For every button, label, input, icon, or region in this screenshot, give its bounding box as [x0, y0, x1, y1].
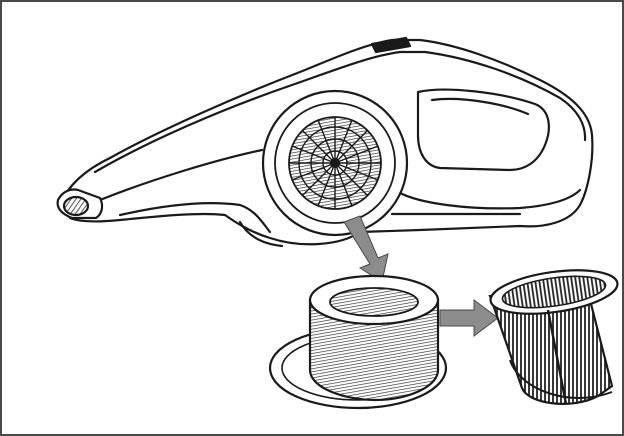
arrow-right-icon: [440, 300, 498, 336]
filter-housing-with-mesh: [270, 276, 446, 408]
vacuum-filter-port: [263, 91, 407, 235]
cylindrical-pleated-filter: [488, 263, 620, 404]
housing-opening: [330, 288, 418, 316]
nozzle-opening: [64, 197, 88, 215]
